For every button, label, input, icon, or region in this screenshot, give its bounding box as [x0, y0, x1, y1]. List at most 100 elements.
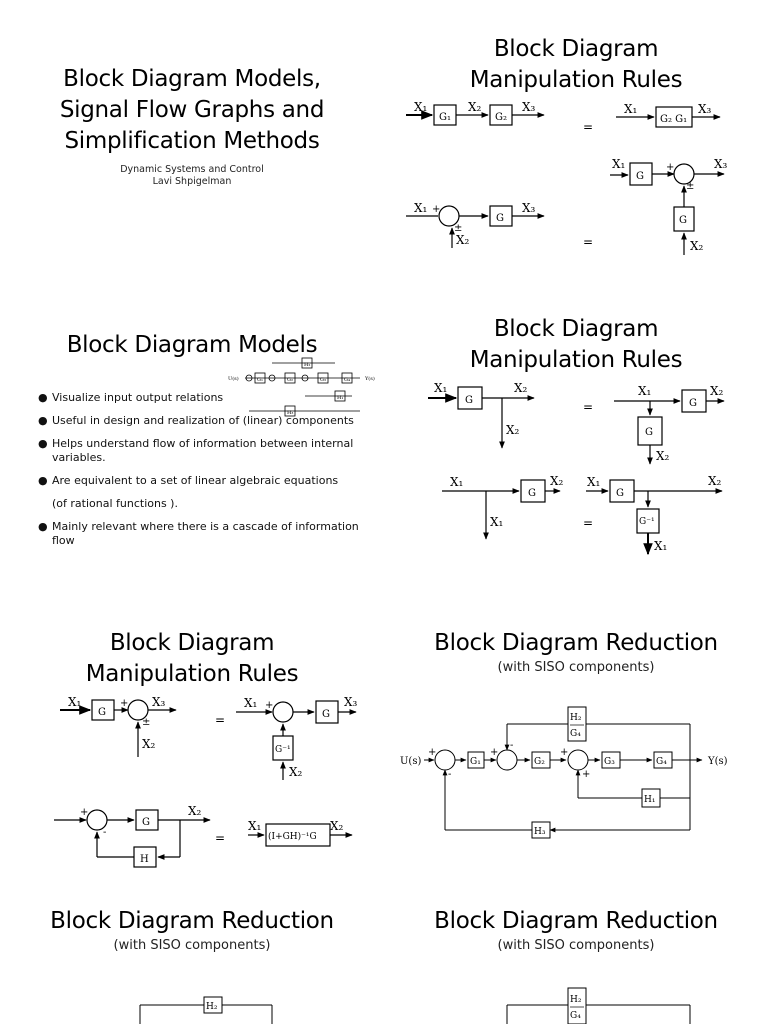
minus-sign: - [510, 740, 513, 751]
label-x1: X₁ [612, 157, 625, 171]
slide-heading: Block Diagram Reduction [50, 908, 334, 934]
block-g4: G₄ [656, 757, 667, 767]
list-item: ●Useful in design and realization of (li… [38, 414, 354, 427]
slide-heading: Block Diagram Manipulation Rules [0, 628, 384, 690]
course-name: Dynamic Systems and Control [120, 164, 264, 175]
label-x1: X₁ [624, 102, 637, 116]
minus-sign: - [448, 769, 451, 780]
equals-sign: = [583, 235, 593, 249]
label-x2: X₂ [656, 449, 670, 463]
list-item: ●Visualize input output relations [38, 391, 224, 404]
block-g: G [528, 488, 536, 499]
plus-minus-sign: ± [686, 181, 694, 192]
list-item-continuation: (of rational functions ). [52, 497, 178, 510]
label-x3: X₃ [344, 695, 358, 709]
label-x2: X₂ [468, 100, 482, 114]
slide-block-diagram-reduction-2: Block Diagram Reduction (with SISO compo… [0, 768, 384, 1024]
plus-sign: + [560, 747, 568, 758]
label-x2: X₂ [289, 765, 303, 779]
label-x1: X₁ [638, 384, 651, 398]
label-x1: X₁ [244, 696, 257, 710]
bullet-icon: ● [38, 474, 48, 487]
mini-block-g1: G₁ [257, 377, 263, 383]
title-line: Block Diagram [109, 630, 275, 656]
block-h3: H₃ [534, 827, 546, 837]
title-line: Manipulation Rules [469, 67, 683, 93]
summing-feedback-rule-diagram: X₁ G + X₃ ± X₂ = X₁ + G X₃ G⁻¹ X₂ + - G … [54, 695, 358, 868]
reduction-diagram-partial: H₂ [139, 996, 273, 1024]
slide-heading: Block Diagram Reduction [434, 630, 718, 656]
title-line: Manipulation Rules [85, 661, 299, 687]
bullet-icon: ● [38, 414, 48, 427]
label-x1: X₁ [490, 515, 503, 529]
equals-sign: = [583, 516, 593, 530]
plus-minus-sign: ± [454, 223, 462, 234]
slide-heading: Block Diagram Reduction [434, 908, 718, 934]
block-h2: H₂ [570, 713, 582, 723]
block-g: G [98, 707, 106, 718]
block-g: G [142, 817, 150, 828]
title-line: Block Diagram Models, [63, 66, 321, 92]
slide-heading: Block Diagram Manipulation Rules [384, 34, 768, 96]
equals-sign: = [583, 400, 593, 414]
equals-sign: = [583, 120, 593, 134]
block-h1: H₁ [644, 795, 655, 805]
block-g: G [465, 395, 473, 406]
plus-sign: + [265, 700, 273, 711]
label-x1: X₁ [587, 475, 600, 489]
slide-title: Block Diagram Models, Signal Flow Graphs… [0, 0, 384, 256]
block-g4-divisor: G₄ [570, 1011, 581, 1021]
label-x1: X₁ [414, 100, 427, 114]
block-g-inverse: G⁻¹ [639, 517, 655, 527]
label-x3: X₃ [714, 157, 728, 171]
equals-sign: = [215, 713, 225, 727]
label-input: U(s) [400, 756, 421, 767]
title-line: Block Diagram [493, 36, 659, 62]
plus-sign: + [666, 162, 674, 173]
label-x3: X₃ [522, 201, 536, 215]
block-g3: G₃ [604, 757, 615, 767]
slide-block-diagram-models: Block Diagram Models U(s) Y(s) G₁ G₂ G₃ … [0, 256, 384, 547]
reduction-diagram-partial: H₂ G₄ [506, 987, 691, 1024]
slide-block-diagram-reduction-3: Block Diagram Reduction (with SISO compo… [384, 768, 768, 1024]
block-g: G [689, 398, 697, 409]
block-g: G [636, 171, 644, 182]
block-h2: H₂ [570, 995, 582, 1005]
reduction-diagram: U(s) + - G₁ + - G₂ + + G₃ G₄ Y(s) H₂ G₄ … [400, 706, 728, 839]
bullet-icon: ● [38, 520, 48, 533]
block-g4-divisor: G₄ [570, 729, 581, 739]
label-x2: X₂ [550, 474, 564, 488]
plus-sign: + [428, 747, 436, 758]
label-x3: X₃ [522, 100, 536, 114]
minus-sign: - [103, 827, 106, 838]
plus-sign: + [582, 769, 590, 780]
label-x1: X₁ [68, 695, 81, 709]
block-closed-loop: (I+GH)⁻¹G [268, 831, 317, 842]
label-x2: X₂ [142, 737, 156, 751]
mini-block-h2: H₂ [304, 362, 310, 368]
plus-minus-sign: ± [142, 717, 150, 728]
label-x2: X₂ [514, 381, 528, 395]
mini-block-g3: G₃ [320, 377, 326, 383]
list-item: ●Helps understand flow of information be… [38, 437, 354, 464]
label-x1: X₁ [450, 475, 463, 489]
slide-subtitle: (with SISO components) [497, 938, 655, 953]
author-name: Lavi Shpigelman [152, 176, 232, 187]
slide-heading: Block Diagram Manipulation Rules [384, 314, 768, 376]
bullet-icon: ● [38, 391, 48, 404]
slide-block-diagram-reduction-1: Block Diagram Reduction (with SISO compo… [384, 512, 768, 839]
block-g1: G₁ [439, 112, 451, 123]
block-g1: G₁ [470, 757, 481, 767]
title-line: Simplification Methods [64, 128, 320, 154]
mini-block-g2: G₂ [287, 377, 293, 383]
block-g: G [679, 215, 687, 226]
slide-heading: Block Diagram Models [66, 332, 318, 358]
label-x2: X₂ [456, 233, 470, 247]
mini-label-u: U(s) [228, 375, 239, 382]
block-h: H [140, 854, 149, 865]
label-x1: X₁ [414, 201, 427, 215]
label-x2: X₂ [690, 239, 704, 253]
pickoff-rule-diagram: X₁ G X₂ X₂ = X₁ G X₂ G X₂ X₁ G X₂ X₁ = X… [428, 381, 725, 556]
mini-label-y: Y(s) [364, 375, 375, 382]
block-g: G [645, 427, 653, 438]
